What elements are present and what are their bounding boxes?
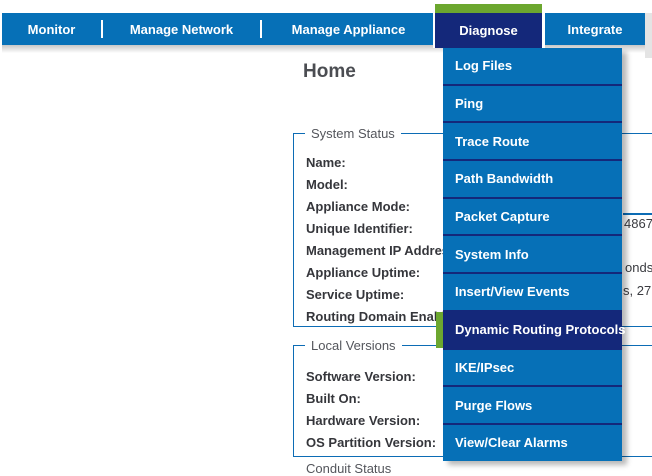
- menu-item-trace-route[interactable]: Trace Route: [443, 123, 622, 162]
- tab-diagnose[interactable]: Diagnose: [435, 13, 542, 48]
- system-status-legend: System Status: [305, 126, 401, 141]
- tab-gap: [433, 13, 435, 48]
- field-label-model: Model:: [306, 176, 348, 192]
- menu-item-packet-capture[interactable]: Packet Capture: [443, 198, 622, 237]
- tab-manage-appliance[interactable]: Manage Appliance: [291, 21, 406, 37]
- diagnose-dropdown-menu: Log Files Ping Trace Route Path Bandwidt…: [436, 48, 625, 461]
- value-fragment-appliance-uptime: onds: [625, 260, 652, 275]
- conduit-status-legend-partial: Conduit Status: [306, 461, 392, 476]
- tab-manage-network[interactable]: Manage Network: [129, 21, 234, 37]
- local-versions-legend: Local Versions: [305, 338, 402, 353]
- menu-item-path-bandwidth[interactable]: Path Bandwidth: [443, 161, 622, 199]
- local-versions-fieldset: Local Versions Software Version: Built O…: [293, 338, 652, 457]
- field-label-os-partition-version: OS Partition Version:: [306, 434, 437, 450]
- main-menubar: Monitor Manage Network Manage Appliance …: [2, 13, 645, 45]
- menu-item-ping[interactable]: Ping: [443, 85, 622, 124]
- field-label-routing-domain-enabled: Routing Domain Enabled:: [306, 308, 465, 324]
- menu-item-log-files[interactable]: Log Files: [443, 48, 622, 86]
- menubar-shadow: [2, 45, 645, 53]
- field-label-name: Name:: [306, 154, 346, 170]
- field-label-built-on: Built On:: [306, 390, 361, 406]
- system-status-fieldset: System Status Name: Model: Appliance Mod…: [293, 126, 652, 327]
- tab-monitor[interactable]: Monitor: [27, 21, 76, 37]
- menu-item-dynamic-routing-protocols[interactable]: Dynamic Routing Protocols: [436, 311, 625, 350]
- menu-item-insert-view-events[interactable]: Insert/View Events: [443, 274, 622, 312]
- field-label-appliance-mode: Appliance Mode:: [306, 198, 411, 214]
- window-edge: [645, 13, 652, 58]
- system-status-rows: Name: Model: Appliance Mode: Unique Iden…: [306, 151, 465, 327]
- active-tab-accent-bar: [435, 4, 542, 13]
- page-title: Home: [303, 61, 356, 82]
- field-label-service-uptime: Service Uptime:: [306, 286, 405, 302]
- field-label-management-ip-address: Management IP Address:: [306, 242, 461, 258]
- menubar-divider: [260, 20, 262, 38]
- tab-integrate[interactable]: Integrate: [567, 21, 623, 37]
- field-label-software-version: Software Version:: [306, 368, 416, 384]
- field-label-hardware-version: Hardware Version:: [306, 412, 421, 428]
- menubar-divider: [101, 20, 103, 38]
- field-label-unique-identifier: Unique Identifier:: [306, 220, 413, 236]
- menu-item-purge-flows[interactable]: Purge Flows: [443, 387, 622, 425]
- menu-item-system-info[interactable]: System Info: [443, 236, 622, 275]
- local-versions-rows: Software Version: Built On: Hardware Ver…: [306, 365, 436, 453]
- tab-gap: [542, 13, 545, 48]
- border-fragment: [623, 213, 652, 215]
- field-label-appliance-uptime: Appliance Uptime:: [306, 264, 421, 280]
- menu-item-view-clear-alarms[interactable]: View/Clear Alarms: [443, 424, 622, 461]
- value-fragment-unique-identifier: 4867e: [624, 216, 652, 231]
- menu-item-ike-ipsec[interactable]: IKE/IPsec: [443, 349, 622, 388]
- value-fragment-service-uptime: s, 27.0: [623, 283, 652, 298]
